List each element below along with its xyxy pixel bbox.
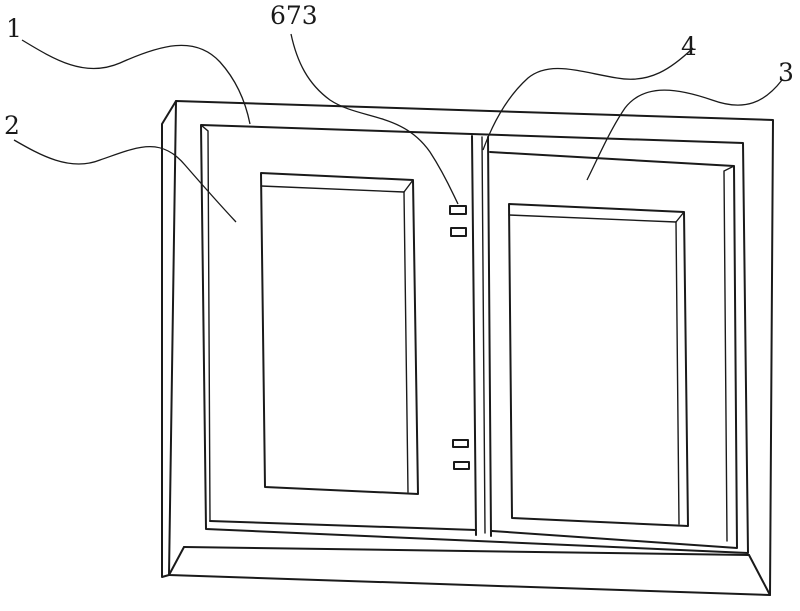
label-2: 2 <box>4 111 20 140</box>
label-673: 673 <box>270 1 318 30</box>
hinge-top-1 <box>450 206 466 214</box>
label-4: 4 <box>681 32 697 61</box>
right-sash <box>490 152 737 548</box>
leader-3 <box>587 80 782 180</box>
left-sash <box>210 173 476 530</box>
hinges <box>450 206 469 469</box>
leader-1 <box>22 40 250 124</box>
hinge-bottom-1 <box>453 440 468 447</box>
leader-lines <box>14 34 782 222</box>
outer-frame <box>162 101 773 595</box>
hinge-bottom-2 <box>454 462 469 469</box>
label-3: 3 <box>778 58 794 87</box>
hinge-top-2 <box>451 228 466 236</box>
label-1: 1 <box>6 14 22 43</box>
reference-labels: 1 2 673 4 3 <box>4 1 794 140</box>
mullion <box>472 136 491 536</box>
